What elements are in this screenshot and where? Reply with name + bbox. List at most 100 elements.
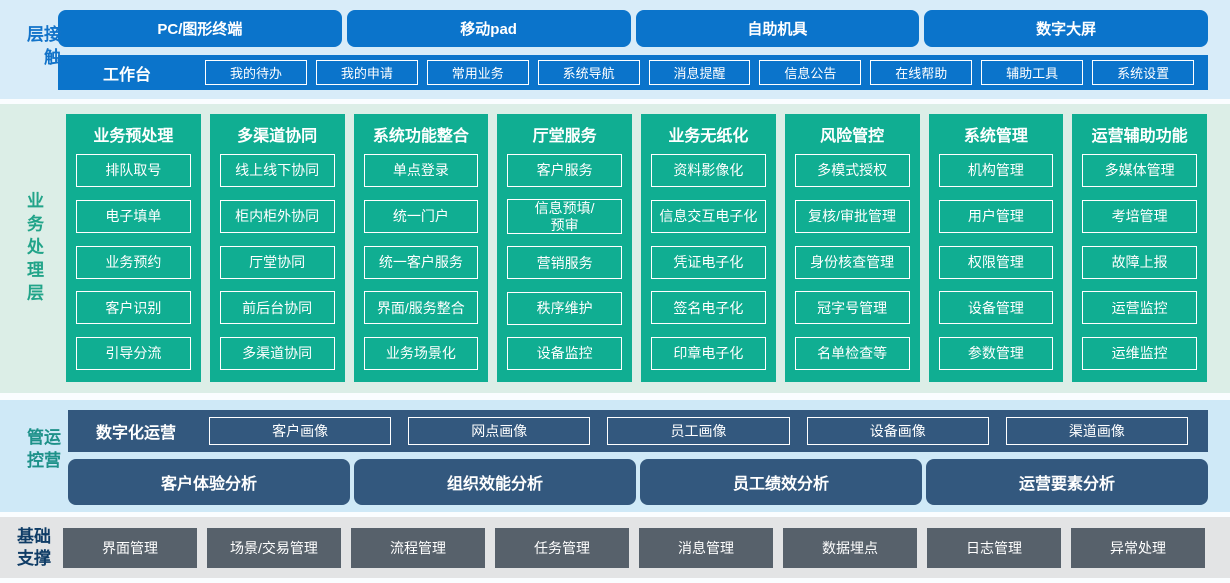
- module-item[interactable]: 机构管理: [938, 154, 1054, 187]
- module-item[interactable]: 前后台协同: [219, 291, 335, 325]
- foundation-process-mgmt[interactable]: 流程管理: [351, 528, 485, 568]
- section-divider: [0, 393, 1230, 400]
- module-item[interactable]: 厅堂协同: [219, 245, 335, 279]
- module-item[interactable]: 多渠道协同: [219, 337, 335, 370]
- operations-layer-label: 运营管控: [24, 428, 60, 474]
- workbench-item-my-applications[interactable]: 我的申请: [315, 60, 418, 85]
- module-item[interactable]: 冠字号管理: [794, 291, 910, 325]
- portrait-device[interactable]: 设备画像: [806, 417, 989, 445]
- module-item[interactable]: 界面/服务整合: [363, 291, 479, 325]
- terminal-self-service[interactable]: 自助机具: [635, 10, 920, 47]
- workbench-item-system-nav[interactable]: 系统导航: [537, 60, 640, 85]
- module-item[interactable]: 柜内柜外协同: [219, 199, 335, 233]
- workbench-item-online-help[interactable]: 在线帮助: [870, 60, 973, 85]
- module-item[interactable]: 设备监控: [507, 337, 622, 370]
- column-title: 业务无纸化: [668, 128, 749, 145]
- module-item[interactable]: 排队取号: [76, 154, 191, 187]
- column-title: 风险管控: [820, 128, 885, 145]
- module-item[interactable]: 身份核查管理: [794, 245, 910, 279]
- foundation-row: 界面管理 场景/交易管理 流程管理 任务管理 消息管理 数据埋点 日志管理 异常…: [63, 528, 1205, 568]
- column-title: 多渠道协同: [237, 128, 318, 145]
- workbench-item-system-settings[interactable]: 系统设置: [1092, 60, 1195, 85]
- terminal-pc-graphic[interactable]: PC/图形终端: [58, 10, 342, 47]
- operations-content: 数字化运营 客户画像 网点画像 员工画像 设备画像 渠道画像 客户体验分析 组织…: [0, 400, 1230, 505]
- contact-layer-section: 接触层 PC/图形终端 移动pad 自助机具 数字大屏 工作台 我的待办 我的申…: [0, 0, 1230, 99]
- bottom-margin: [0, 578, 1230, 583]
- workbench-item-common-business[interactable]: 常用业务: [426, 60, 529, 85]
- analysis-ops-elements[interactable]: 运营要素分析: [926, 459, 1208, 505]
- column-paperless: 业务无纸化 资料影像化 信息交互电子化 凭证电子化 签名电子化 印章电子化: [641, 114, 776, 382]
- module-item[interactable]: 故障上报: [1082, 245, 1197, 279]
- section-divider: [0, 512, 1230, 517]
- foundation-scene-transaction-mgmt[interactable]: 场景/交易管理: [207, 528, 341, 568]
- module-item[interactable]: 线上线下协同: [219, 154, 335, 187]
- digital-ops-bar: 数字化运营 客户画像 网点画像 员工画像 设备画像 渠道画像: [68, 410, 1208, 452]
- module-item[interactable]: 信息交互电子化: [651, 199, 766, 233]
- module-item[interactable]: 参数管理: [938, 337, 1054, 370]
- module-item[interactable]: 统一客户服务: [363, 245, 479, 279]
- module-item[interactable]: 凭证电子化: [651, 245, 766, 279]
- business-layer-label: 业务处理层: [24, 191, 43, 306]
- module-item[interactable]: 复核/审批管理: [794, 199, 910, 233]
- foundation-exception-handling[interactable]: 异常处理: [1071, 528, 1205, 568]
- column-body: 线上线下协同 柜内柜外协同 厅堂协同 前后台协同 多渠道协同: [219, 154, 335, 370]
- module-item[interactable]: 客户识别: [76, 291, 191, 325]
- module-item[interactable]: 考培管理: [1082, 199, 1197, 233]
- module-item[interactable]: 权限管理: [938, 245, 1054, 279]
- module-item[interactable]: 资料影像化: [651, 154, 766, 187]
- foundation-task-mgmt[interactable]: 任务管理: [495, 528, 629, 568]
- module-item[interactable]: 信息预填/ 预审: [507, 199, 622, 234]
- portrait-branch[interactable]: 网点画像: [408, 417, 591, 445]
- module-item[interactable]: 多媒体管理: [1082, 154, 1197, 187]
- module-item[interactable]: 业务场景化: [363, 337, 479, 370]
- analysis-row: 客户体验分析 组织效能分析 员工绩效分析 运营要素分析: [68, 459, 1208, 505]
- terminal-mobile-pad[interactable]: 移动pad: [346, 10, 631, 47]
- column-title: 业务预处理: [93, 128, 174, 145]
- module-item[interactable]: 秩序维护: [507, 291, 622, 325]
- module-item[interactable]: 用户管理: [938, 199, 1054, 233]
- column-title: 运营辅助功能: [1091, 128, 1188, 145]
- module-item[interactable]: 印章电子化: [651, 337, 766, 370]
- column-body: 资料影像化 信息交互电子化 凭证电子化 签名电子化 印章电子化: [651, 154, 766, 370]
- analysis-employee-performance[interactable]: 员工绩效分析: [640, 459, 922, 505]
- column-hall-service: 厅堂服务 客户服务 信息预填/ 预审 营销服务 秩序维护 设备监控: [497, 114, 632, 382]
- workbench-item-message-reminder[interactable]: 消息提醒: [648, 60, 751, 85]
- module-item[interactable]: 单点登录: [363, 154, 479, 187]
- column-system-integration: 系统功能整合 单点登录 统一门户 统一客户服务 界面/服务整合 业务场景化: [353, 114, 489, 382]
- workbench-item-info-bulletin[interactable]: 信息公告: [759, 60, 862, 85]
- foundation-layer-section: 基础支撑 界面管理 场景/交易管理 流程管理 任务管理 消息管理 数据埋点 日志…: [0, 517, 1230, 578]
- module-item[interactable]: 营销服务: [507, 246, 622, 280]
- analysis-org-efficiency[interactable]: 组织效能分析: [354, 459, 636, 505]
- workbench-item-aux-tools[interactable]: 辅助工具: [981, 60, 1084, 85]
- foundation-log-mgmt[interactable]: 日志管理: [927, 528, 1061, 568]
- foundation-message-mgmt[interactable]: 消息管理: [639, 528, 773, 568]
- column-body: 多模式授权 复核/审批管理 身份核查管理 冠字号管理 名单检查等: [794, 154, 910, 370]
- terminal-digital-screen[interactable]: 数字大屏: [924, 10, 1208, 47]
- business-layer-section: 业务处理层 业务预处理 排队取号 电子填单 业务预约 客户识别 引导分流 多渠道…: [0, 104, 1230, 393]
- column-ops-support: 运营辅助功能 多媒体管理 考培管理 故障上报 运营监控 运维监控: [1072, 114, 1207, 382]
- module-item[interactable]: 名单检查等: [794, 337, 910, 370]
- foundation-data-tracking[interactable]: 数据埋点: [783, 528, 917, 568]
- portrait-employee[interactable]: 员工画像: [607, 417, 790, 445]
- workbench-item-my-todo[interactable]: 我的待办: [205, 60, 307, 85]
- module-item[interactable]: 多模式授权: [794, 154, 910, 187]
- module-item[interactable]: 统一门户: [363, 199, 479, 233]
- portrait-channel[interactable]: 渠道画像: [1005, 417, 1189, 445]
- module-item[interactable]: 客户服务: [507, 154, 622, 187]
- module-item[interactable]: 签名电子化: [651, 291, 766, 325]
- module-item[interactable]: 运维监控: [1082, 337, 1197, 370]
- module-item[interactable]: 业务预约: [76, 245, 191, 279]
- module-item[interactable]: 运营监控: [1082, 291, 1197, 325]
- module-item[interactable]: 电子填单: [76, 199, 191, 233]
- module-item[interactable]: 引导分流: [76, 337, 191, 370]
- business-columns: 业务预处理 排队取号 电子填单 业务预约 客户识别 引导分流 多渠道协同 线上线…: [0, 104, 1230, 382]
- module-item[interactable]: 设备管理: [938, 291, 1054, 325]
- column-body: 多媒体管理 考培管理 故障上报 运营监控 运维监控: [1082, 154, 1197, 370]
- digital-ops-label: 数字化运营: [95, 425, 176, 442]
- analysis-customer-experience[interactable]: 客户体验分析: [68, 459, 350, 505]
- terminal-row: PC/图形终端 移动pad 自助机具 数字大屏: [58, 10, 1208, 47]
- column-title: 系统功能整合: [372, 128, 469, 145]
- contact-layer-content: PC/图形终端 移动pad 自助机具 数字大屏 工作台 我的待办 我的申请 常用…: [0, 0, 1230, 90]
- portrait-customer[interactable]: 客户画像: [209, 417, 392, 445]
- foundation-ui-mgmt[interactable]: 界面管理: [63, 528, 197, 568]
